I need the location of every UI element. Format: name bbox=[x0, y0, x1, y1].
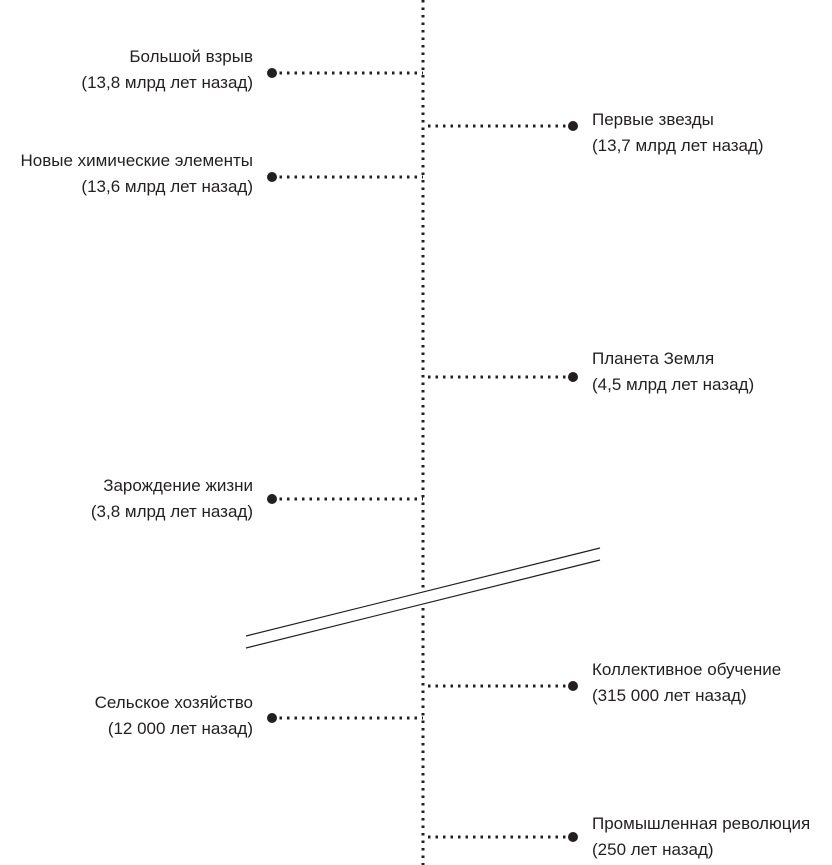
event-dot bbox=[568, 121, 578, 131]
event-label: Коллективное обучение (315 000 лет назад) bbox=[592, 657, 781, 709]
event-date: (250 лет назад) bbox=[592, 840, 714, 859]
event-title: Сельское хозяйство bbox=[94, 693, 253, 712]
event-date: (13,6 млрд лет назад) bbox=[81, 177, 253, 196]
event-dot bbox=[568, 832, 578, 842]
event-label: Новые химические элементы (13,6 млрд лет … bbox=[21, 148, 253, 200]
event-title: Планета Земля bbox=[592, 349, 715, 368]
event-title: Промышленная революция bbox=[592, 814, 811, 833]
event-dot bbox=[568, 372, 578, 382]
event-date: (12 000 лет назад) bbox=[107, 719, 253, 738]
event-label: Промышленная революция (250 лет назад) bbox=[592, 811, 810, 863]
event-date: (13,8 млрд лет назад) bbox=[81, 73, 253, 92]
event-dot bbox=[568, 681, 578, 691]
event-title: Первые звезды bbox=[592, 110, 714, 129]
event-title: Зарождение жизни bbox=[103, 476, 253, 495]
event-label: Первые звезды (13,7 млрд лет назад) bbox=[592, 107, 764, 159]
event-title: Новые химические элементы bbox=[20, 151, 253, 170]
event-dot bbox=[267, 172, 277, 182]
event-date: (315 000 лет назад) bbox=[592, 686, 747, 705]
event-date: (13,7 млрд лет назад) bbox=[592, 136, 764, 155]
event-label: Зарождение жизни (3,8 млрд лет назад) bbox=[91, 473, 253, 525]
event-date: (4,5 млрд лет назад) bbox=[592, 375, 755, 394]
event-dot bbox=[267, 68, 277, 78]
event-title: Коллективное обучение bbox=[592, 660, 782, 679]
time-break-line bbox=[245, 547, 601, 637]
event-label: Большой взрыв (13,8 млрд лет назад) bbox=[81, 44, 253, 96]
time-break-line bbox=[245, 559, 601, 649]
event-date: (3,8 млрд лет назад) bbox=[90, 502, 253, 521]
event-title: Большой взрыв bbox=[129, 47, 253, 66]
event-label: Планета Земля (4,5 млрд лет назад) bbox=[592, 346, 754, 398]
event-label: Сельское хозяйство (12 000 лет назад) bbox=[95, 690, 253, 742]
event-dot bbox=[267, 713, 277, 723]
event-dot bbox=[267, 494, 277, 504]
